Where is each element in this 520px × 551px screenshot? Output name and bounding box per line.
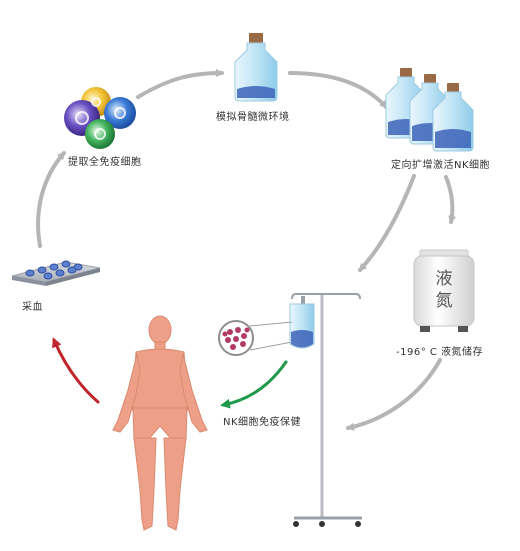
- arrow-tank-to-infusion: [346, 358, 442, 431]
- arrow-marrow-to-expand: [288, 71, 388, 109]
- red-return-arrow: [52, 337, 100, 404]
- green-infusion-arrow: [220, 360, 288, 409]
- label-nitrogen-storage: -196° C 液氮储存: [396, 347, 484, 358]
- label-nk-health: NK细胞免疫保健: [223, 417, 302, 428]
- label-extract-cells: 提取全免疫细胞: [68, 157, 142, 168]
- culture-flask-icon: [234, 33, 278, 102]
- tank-text-line2: 氮: [436, 291, 453, 311]
- label-simulate-marrow: 模拟骨髓微环境: [216, 112, 290, 123]
- immune-cells-icon: [64, 87, 136, 149]
- arrow-blood-to-cells: [36, 151, 66, 248]
- expansion-flasks-icon: [385, 68, 474, 152]
- nk-cells-magnified-icon: [218, 320, 293, 356]
- blood-sample-slide-icon: [11, 260, 101, 286]
- nitrogen-tank-icon: 液 氮: [413, 249, 475, 332]
- arrow-expand-to-infusion: [358, 174, 416, 272]
- tank-text-line1: 液: [436, 269, 453, 289]
- arrow-expand-to-tank: [444, 175, 457, 224]
- label-expand-activate: 定向扩增激活NK细胞: [391, 160, 491, 171]
- arrow-cells-to-marrow: [136, 69, 224, 99]
- human-body-icon: [112, 315, 208, 531]
- label-blood-draw: 采血: [22, 302, 43, 313]
- iv-stand-icon: [289, 293, 362, 527]
